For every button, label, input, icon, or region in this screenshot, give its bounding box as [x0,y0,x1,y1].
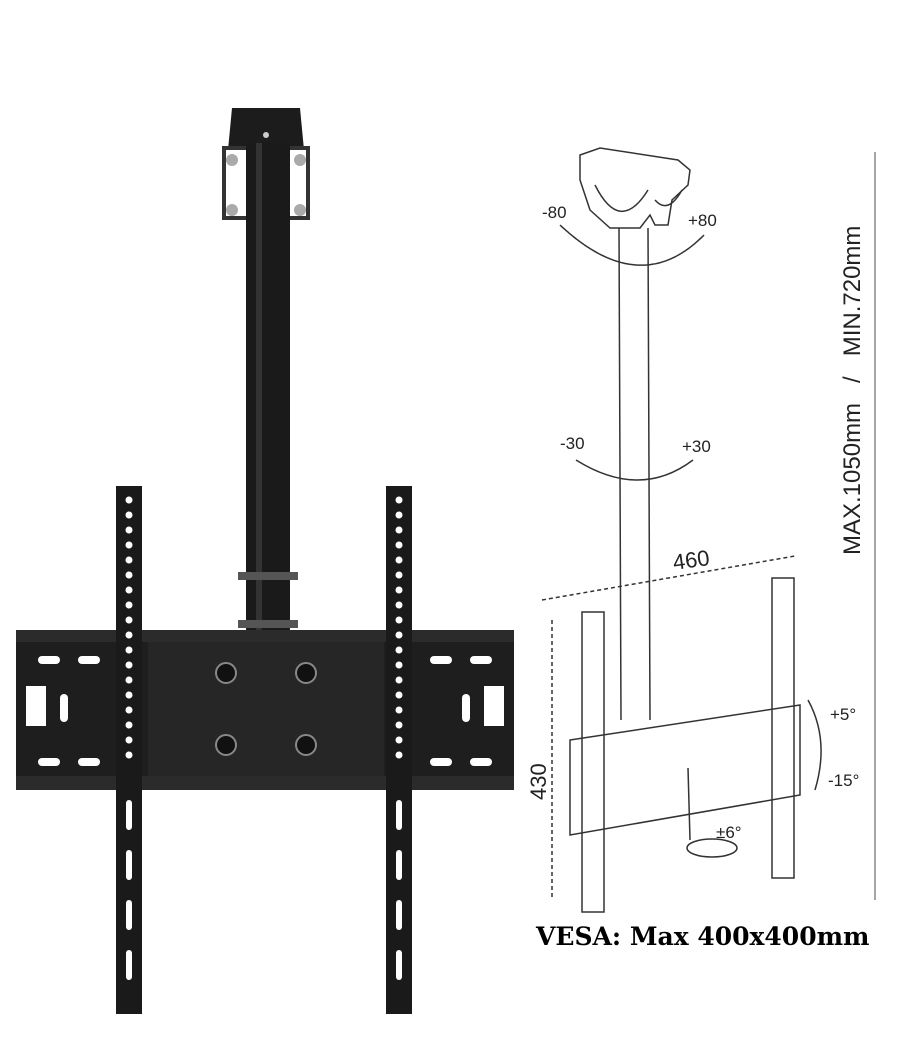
arm-hole [395,631,403,639]
arm-hole [395,616,403,624]
arm-hole [395,511,403,519]
arm-hole [395,541,403,549]
arm-hole [125,616,133,624]
swivel-mid-max-label: +30 [682,437,711,456]
swivel-mid-min-label: -30 [560,434,585,453]
arm-hole [395,586,403,594]
pole [246,143,290,633]
width-label: 460 [671,545,711,575]
arm-hole [395,526,403,534]
arm-hole [125,691,133,699]
arm-slot [126,850,132,880]
arm-hole [395,601,403,609]
arm-hole [395,721,403,729]
arm-hole [125,736,133,744]
swivel-max-label: +80 [688,211,717,230]
plate-height-label: 430 [526,763,551,800]
arm-slot [396,800,402,830]
arm-hole [125,631,133,639]
rotation-label: ±6° [716,823,742,842]
arm-hole [395,676,403,684]
arm-hole [395,751,403,759]
diagram-labels: -80 +80 -30 +30 460 430 MAX.1050mm / MIN… [526,203,866,842]
tilt-up-label: +5° [830,705,856,724]
arm-hole [395,691,403,699]
arm-hole [125,676,133,684]
technical-diagram [541,147,876,913]
tilt-down-label: -15° [828,771,859,790]
arm-hole [395,646,403,654]
arm-hole [395,496,403,504]
arm-hole [125,526,133,534]
arm-slot [126,950,132,980]
arm-hole [125,511,133,519]
arm-hole [125,721,133,729]
arm-hole [395,661,403,669]
arm-hole [125,646,133,654]
arm-slot [126,900,132,930]
arm-hole [395,571,403,579]
wall-plate [16,630,514,790]
arm-hole [125,751,133,759]
arm-hole [125,601,133,609]
arm-slot [396,950,402,980]
arm-hole [395,706,403,714]
vesa-spec-label: VESA: Max 400x400mm [536,922,870,951]
height-range-label: MAX.1050mm / MIN.720mm [839,226,866,555]
swivel-min-label: -80 [542,203,567,222]
arm-hole [395,736,403,744]
arm-hole [125,541,133,549]
arm-slot [396,850,402,880]
arm-hole [125,706,133,714]
arm-hole [125,661,133,669]
arm-slot [396,900,402,930]
arm-hole [395,556,403,564]
arm-hole [125,556,133,564]
arm-hole [125,496,133,504]
arm-slot [126,800,132,830]
arm-hole [125,571,133,579]
arm-hole [125,586,133,594]
